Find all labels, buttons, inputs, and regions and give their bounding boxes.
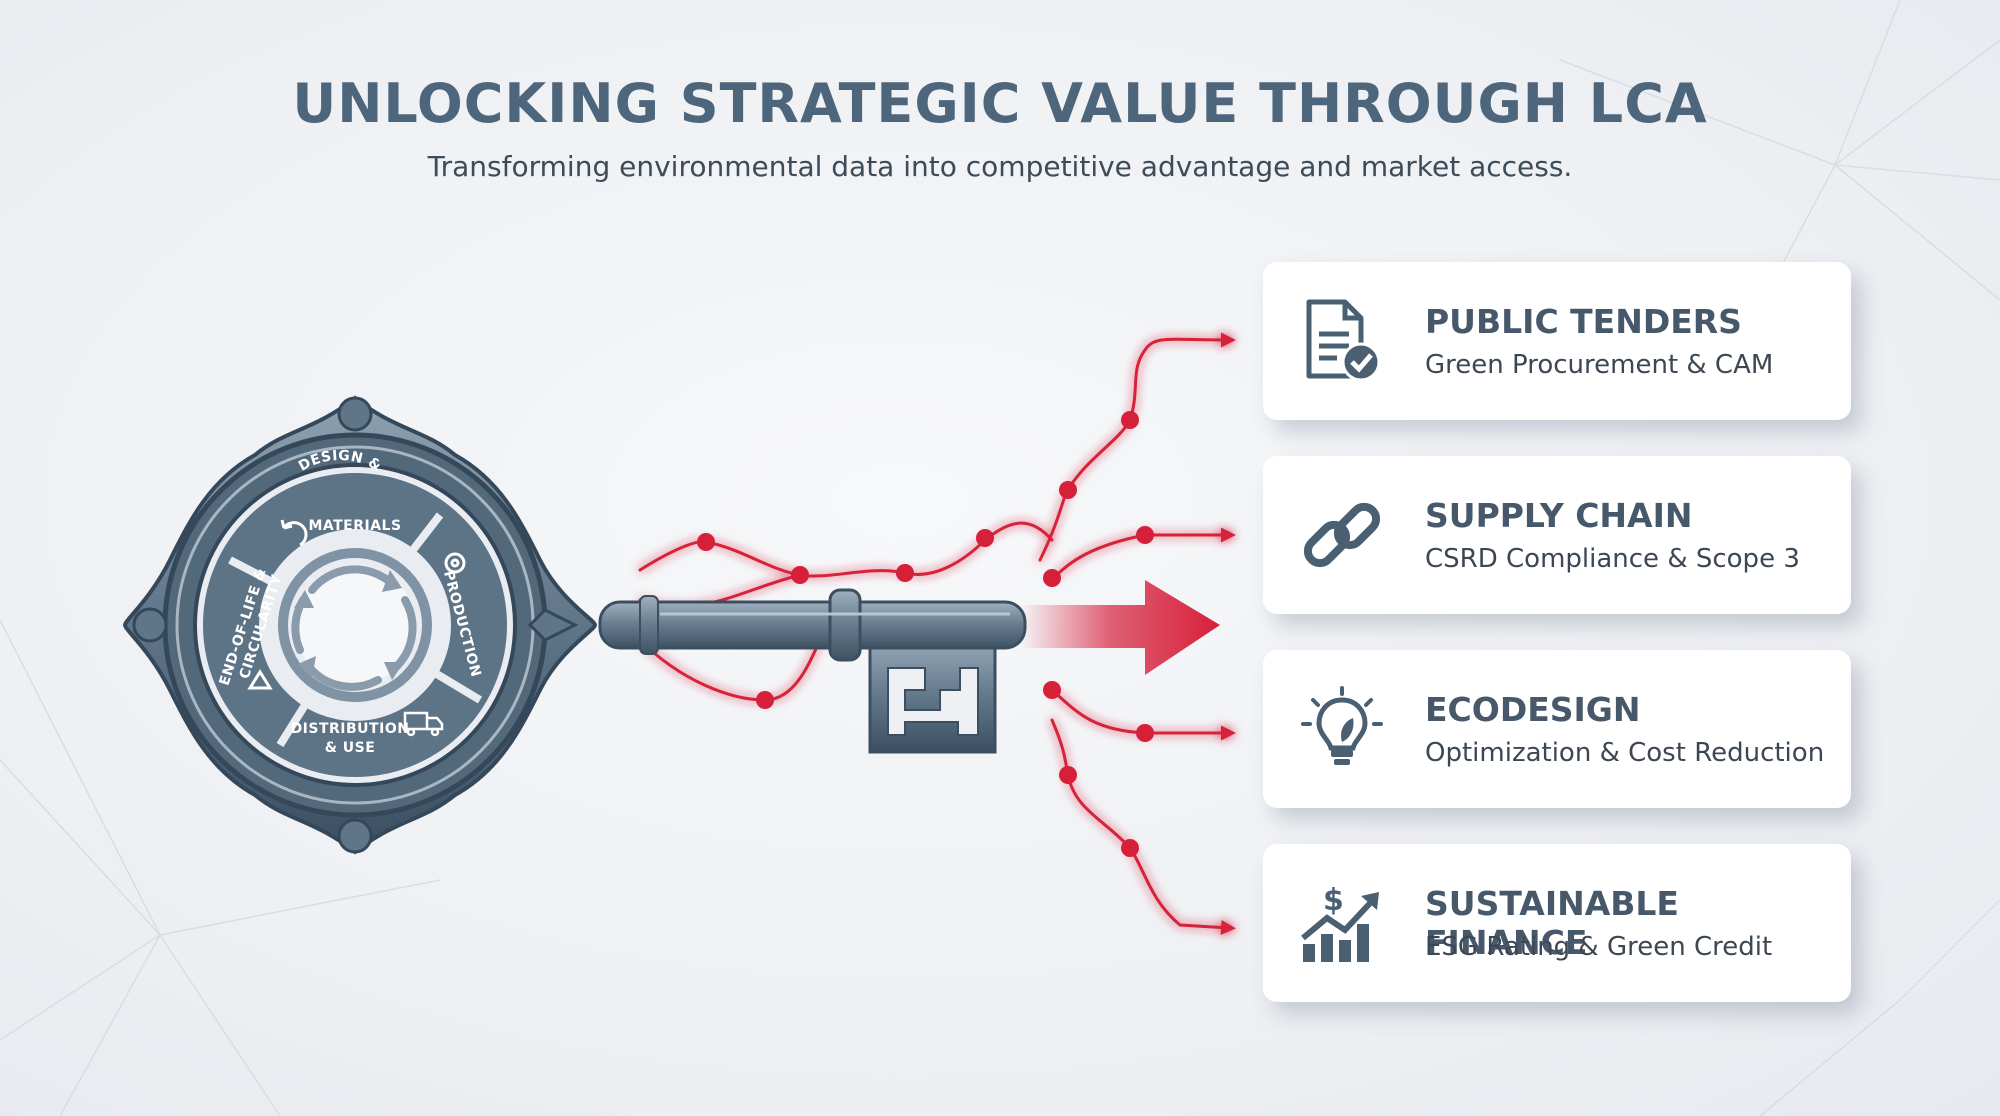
key-bow xyxy=(122,395,598,855)
key-shaft xyxy=(598,588,1027,662)
card-subtitle: CSRD Compliance & Scope 3 xyxy=(1425,544,1800,574)
connection-nodes xyxy=(697,411,1154,857)
card-title: ECODESIGN xyxy=(1425,690,1641,729)
gear-icon xyxy=(444,552,466,574)
truck-icon xyxy=(403,711,444,737)
chain-link-icon xyxy=(1303,502,1381,568)
page-title: UNLOCKING STRATEGIC VALUE THROUGH LCA xyxy=(292,72,1708,135)
lifecycle-design-line2: MATERIALS xyxy=(308,518,401,534)
card-title: SUPPLY CHAIN xyxy=(1425,496,1693,535)
card-subtitle: Optimization & Cost Reduction xyxy=(1425,738,1825,768)
document-check-icon xyxy=(1306,299,1381,382)
card-public-tenders[interactable]: PUBLIC TENDERS Green Procurement & CAM xyxy=(1263,262,1851,420)
card-title: SUSTAINABLE FINANCE xyxy=(1425,884,1679,962)
card-subtitle: Green Procurement & CAM xyxy=(1425,350,1774,380)
refresh-icon xyxy=(280,519,308,547)
lifecycle-distribution-line2: & USE xyxy=(325,740,376,756)
cycle-arrowheads xyxy=(294,570,404,680)
card-supply-chain[interactable]: SUPPLY CHAIN CSRD Compliance & Scope 3 xyxy=(1263,456,1851,614)
key-bit xyxy=(868,646,997,754)
card-sustainable-finance[interactable]: $ SUSTAINABLE FINANCE ESG Rating & Green… xyxy=(1263,844,1851,1002)
page-subtitle: Transforming environmental data into com… xyxy=(427,150,1573,183)
lifecycle-distribution-line1: DISTRIBUTION xyxy=(291,721,410,737)
card-ecodesign[interactable]: ECODESIGN Optimization & Cost Reduction xyxy=(1263,650,1851,808)
card-subtitle: ESG Rating & Green Credit xyxy=(1425,932,1773,962)
lightbulb-leaf-icon xyxy=(1301,686,1383,765)
finance-growth-icon: $ xyxy=(1301,883,1379,962)
svg-text:$: $ xyxy=(1323,883,1344,918)
main-arrow xyxy=(1020,580,1220,675)
card-title: PUBLIC TENDERS xyxy=(1425,302,1742,341)
recycle-icon xyxy=(247,669,273,690)
